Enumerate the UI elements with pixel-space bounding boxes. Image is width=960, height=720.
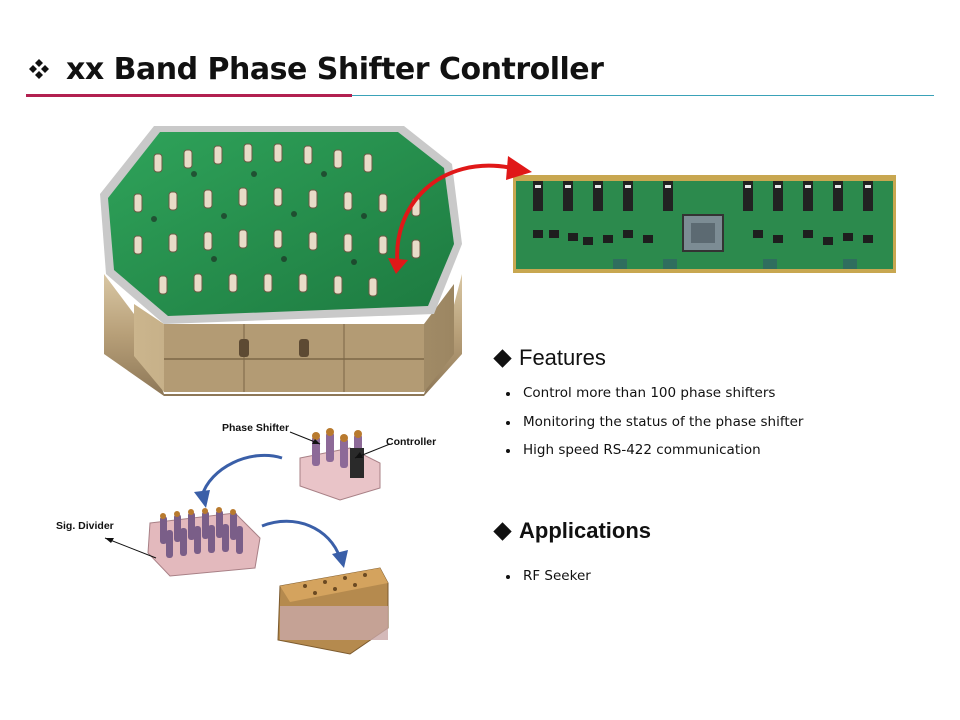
controller-assembly-illustration	[299, 428, 381, 501]
list-item: High speed RS-422 communication	[504, 442, 804, 471]
four-diamond-bullet-icon	[29, 59, 49, 79]
sig-divider-label: Sig. Divider	[56, 520, 114, 532]
applications-heading: Applications	[490, 518, 651, 544]
title-underline-rule	[352, 95, 934, 96]
features-heading: Features	[490, 345, 606, 371]
divider-array-illustration	[147, 507, 261, 577]
board-link-arrow-icon	[388, 156, 532, 274]
list-item: Monitoring the status of the phase shift…	[504, 414, 804, 443]
page-title: xx Band Phase Shifter Controller	[66, 52, 604, 87]
controller-label: Controller	[386, 436, 437, 448]
features-list: Control more than 100 phase shifters Mon…	[504, 385, 804, 471]
diamond-bullet-icon	[493, 521, 512, 541]
diamond-bullet-icon	[493, 348, 512, 368]
list-item: RF Seeker	[504, 568, 591, 584]
phase-shifter-label: Phase Shifter	[222, 422, 290, 434]
assembled-antenna-module-photo	[100, 126, 462, 396]
applications-list: RF Seeker	[504, 568, 591, 584]
title-underline-accent	[26, 94, 352, 97]
controller-pcb-photo	[513, 175, 896, 273]
housing-block-illustration	[277, 567, 389, 655]
list-item: Control more than 100 phase shifters	[504, 385, 804, 414]
assembly-diagram: Phase Shifter Controller Sig. Divider	[50, 418, 450, 658]
